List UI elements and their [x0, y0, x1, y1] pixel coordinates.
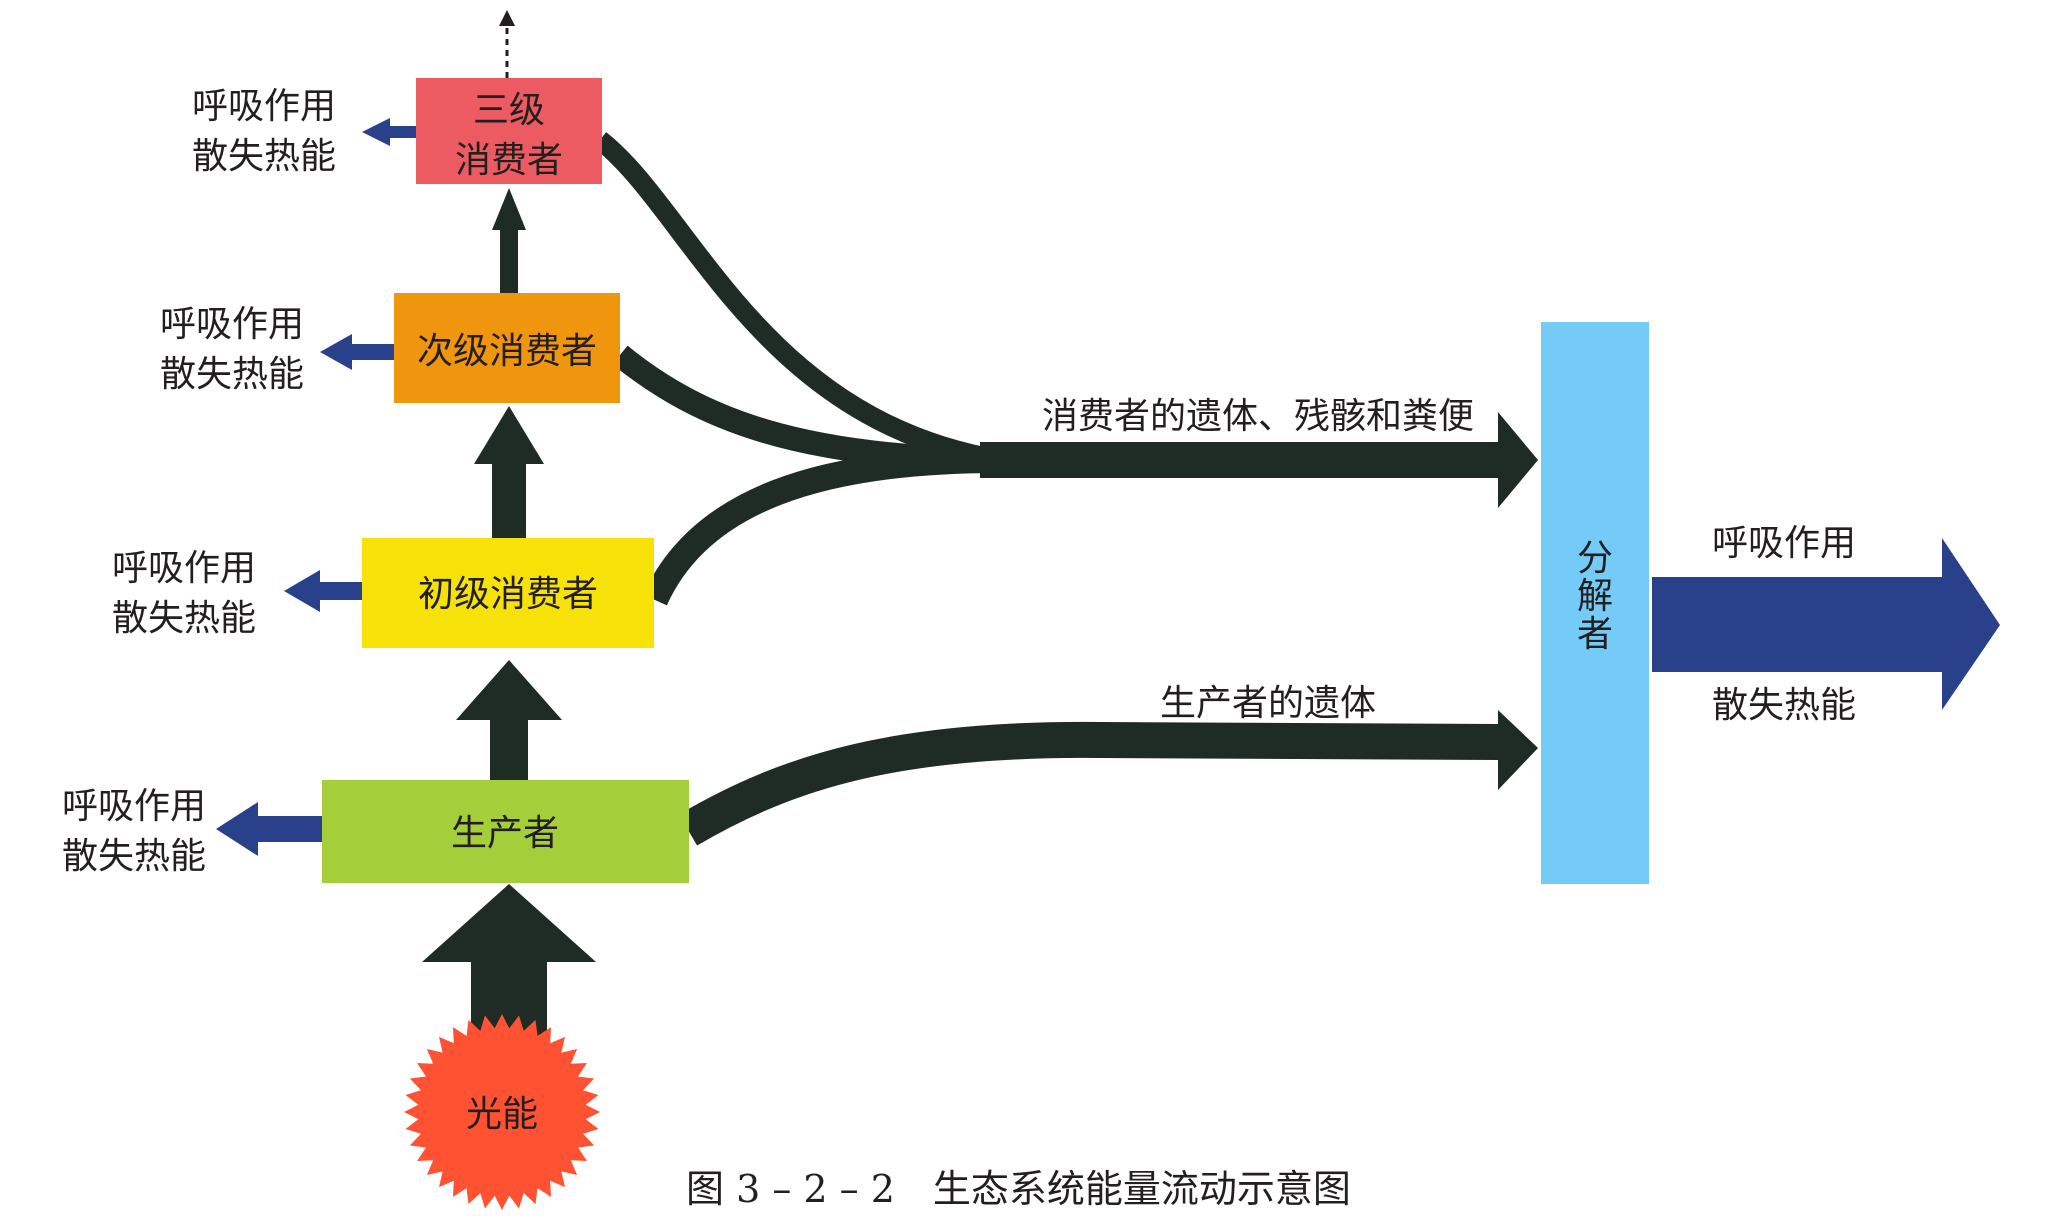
respiration-tertiary-line2: 散失热能 [192, 136, 336, 177]
decomposer-label-char2: 解 [1577, 576, 1613, 617]
upward-arrow-secondary-to-tertiary [492, 188, 526, 293]
secondary-consumer-label: 次级消费者 [417, 331, 597, 372]
respiration-arrow-secondary [320, 334, 396, 370]
consumer-remains-arrow-shaft [980, 442, 1500, 478]
tertiary-consumer-label-line1: 三级 [473, 90, 545, 131]
producer-box [322, 780, 689, 883]
upward-arrow-sun-to-producer [422, 884, 596, 1038]
decomposer-respiration-label: 呼吸作用 [1712, 523, 1856, 564]
consumer-remains-arrowhead [1498, 412, 1538, 508]
tertiary-to-decomposer-curve [593, 132, 1002, 470]
secondary-consumer-box [394, 293, 620, 403]
primary-to-decomposer-curve [643, 447, 1001, 606]
upward-arrow-producer-to-primary [456, 660, 562, 780]
respiration-arrow-tertiary [362, 118, 418, 146]
respiration-arrow-producer [216, 802, 322, 856]
producer-label: 生产者 [451, 813, 559, 854]
producer-to-decomposer-curve [678, 721, 1501, 846]
sun-label: 光能 [466, 1094, 538, 1135]
producer-remains-label: 生产者的遗体 [1160, 683, 1376, 724]
dotted-upward-arrow [499, 10, 515, 78]
tertiary-consumer-label-line2: 消费者 [455, 140, 563, 181]
figure-caption: 图 3 – 2 – 2 生态系统能量流动示意图 [686, 1167, 1351, 1211]
respiration-tertiary-line1: 呼吸作用 [192, 86, 336, 127]
primary-consumer-label: 初级消费者 [418, 574, 598, 615]
respiration-primary-line1: 呼吸作用 [112, 548, 256, 589]
decomposer-heat-label: 散失热能 [1712, 685, 1856, 726]
consumer-remains-flow [593, 132, 1538, 606]
respiration-producer-line1: 呼吸作用 [62, 786, 206, 827]
upward-arrow-primary-to-secondary [474, 406, 544, 538]
respiration-arrow-primary [284, 570, 366, 612]
primary-consumer-box [362, 538, 654, 648]
decomposer-output-arrow [1652, 538, 2000, 710]
tertiary-consumer-box [416, 78, 602, 184]
producer-remains-arrowhead [1498, 710, 1538, 790]
respiration-primary-line2: 散失热能 [112, 598, 256, 639]
decomposer-label-char1: 分 [1577, 538, 1613, 579]
respiration-secondary-line1: 呼吸作用 [160, 304, 304, 345]
decomposer-box [1541, 322, 1649, 884]
respiration-producer-line2: 散失热能 [62, 836, 206, 877]
respiration-secondary-line2: 散失热能 [160, 354, 304, 395]
producer-remains-flow [678, 710, 1538, 846]
consumer-remains-label: 消费者的遗体、残骸和粪便 [1042, 396, 1474, 437]
decomposer-label-char3: 者 [1577, 614, 1613, 655]
sun-icon [404, 1014, 600, 1210]
